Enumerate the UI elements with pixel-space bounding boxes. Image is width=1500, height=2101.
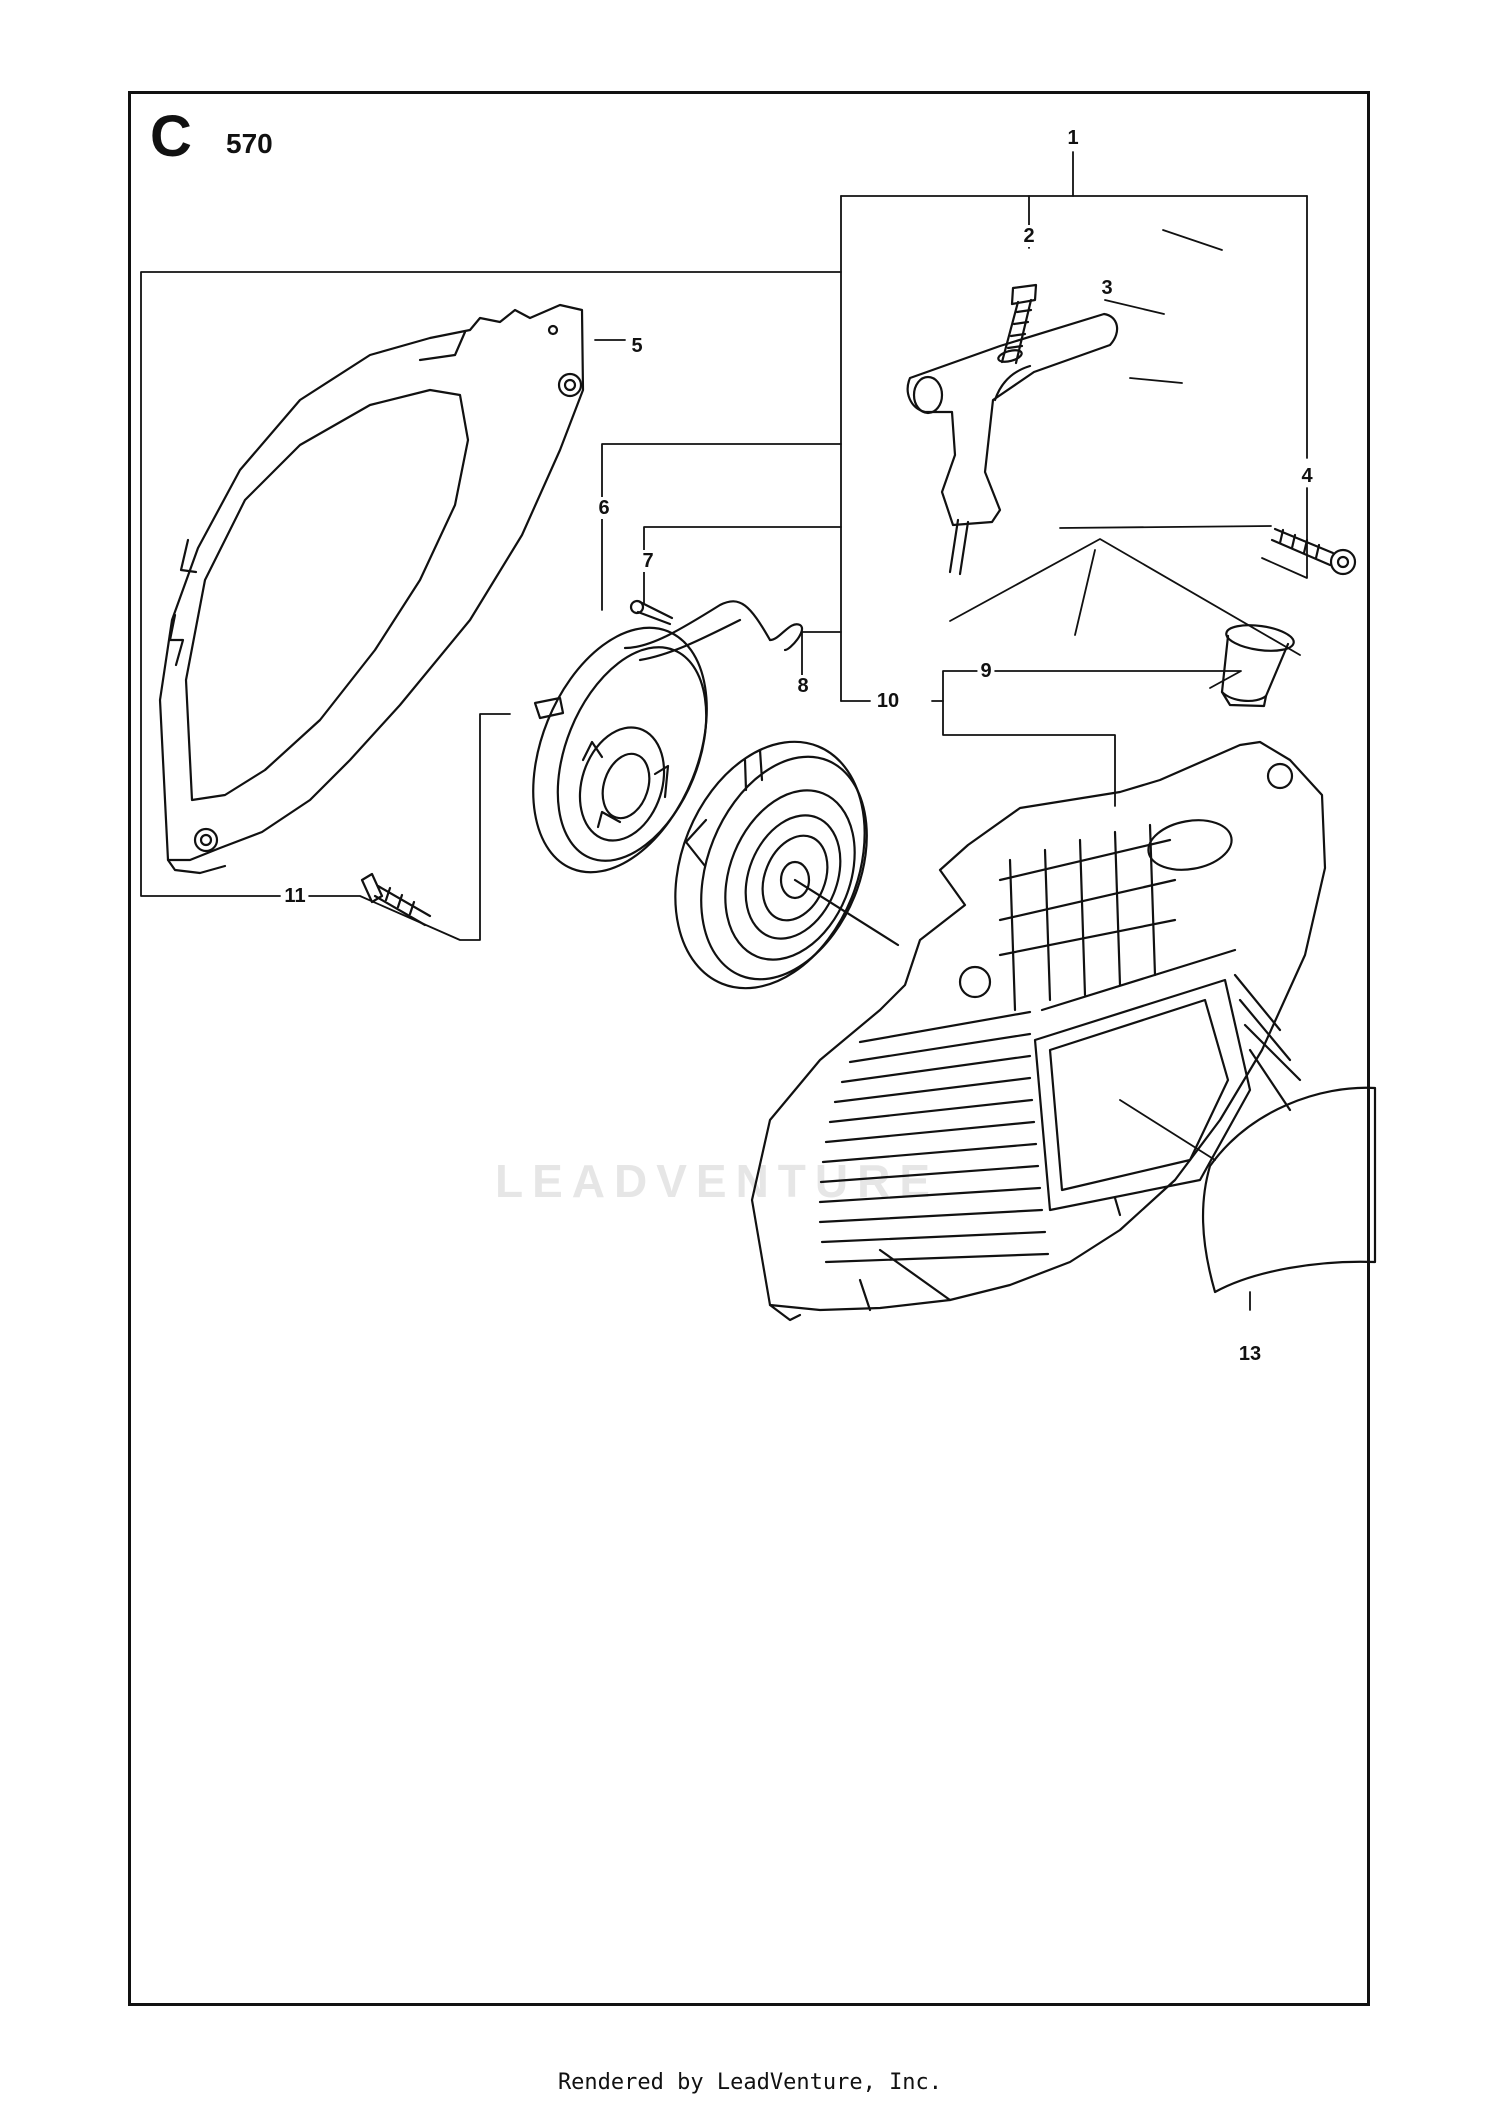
- screw-part: [1270, 527, 1357, 576]
- leader-lines: [140, 151, 1308, 1311]
- callout-5: 5: [628, 335, 646, 357]
- callout-13: 13: [1235, 1343, 1265, 1365]
- flywheel-cover: [158, 303, 585, 875]
- rope-guide: [1220, 624, 1295, 708]
- decal: [1201, 1086, 1377, 1294]
- callout-2: 2: [1020, 225, 1038, 247]
- callout-3: 3: [1098, 277, 1116, 299]
- footer-credit: Rendered by LeadVenture, Inc.: [557, 2070, 943, 2095]
- diagram-frame: [128, 91, 1370, 2006]
- recoil-spring-cassette: [674, 740, 900, 990]
- callout-7: 7: [639, 550, 657, 572]
- starter-handle: [906, 312, 1119, 576]
- callout-1: 1: [1064, 127, 1082, 149]
- callout-9: 9: [977, 660, 995, 682]
- section-letter: C: [150, 104, 192, 169]
- handle-pin: [1000, 283, 1038, 365]
- callout-6: 6: [595, 497, 613, 519]
- callout-4: 4: [1298, 465, 1316, 487]
- callout-8: 8: [794, 675, 812, 697]
- cover-screw: [360, 872, 432, 927]
- model-number: 570: [226, 128, 273, 159]
- starter-housing: [750, 740, 1327, 1322]
- callout-11: 11: [281, 885, 309, 907]
- watermark-text: LEADVENTURE: [495, 1155, 940, 1207]
- rope-pulley: [532, 600, 803, 874]
- pulley-screw: [629, 599, 674, 626]
- callout-10: 10: [873, 690, 903, 712]
